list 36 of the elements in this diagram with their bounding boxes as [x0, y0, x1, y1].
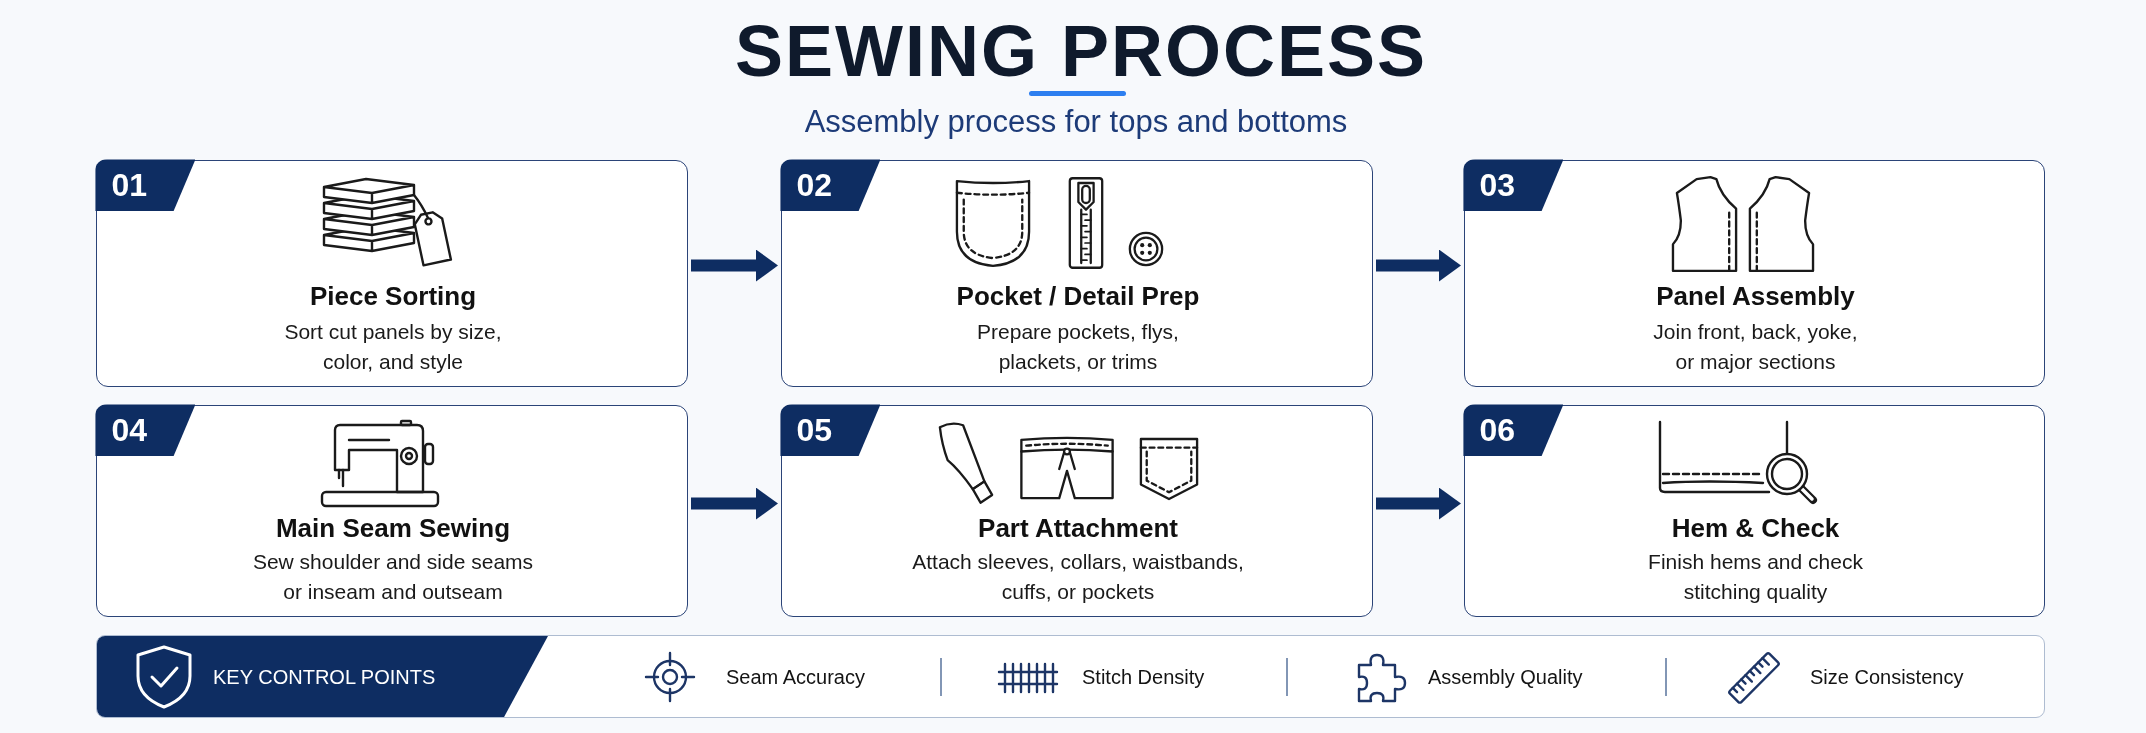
step-title: Part Attachment [978, 513, 1178, 543]
step-card [781, 405, 1373, 617]
step-description: Attach sleeves, collars, waistbands, cuffs, or pockets [911, 549, 1245, 605]
step-description: Sort cut panels by size, color, and style [283, 319, 503, 375]
page-title: SEWING PROCESS [734, 15, 1428, 87]
control-point-label: Size Consistency [1810, 664, 1964, 690]
step-number-badge: 05 [780, 404, 881, 457]
arrow [1376, 487, 1461, 520]
step-number-badge: 04 [95, 404, 196, 457]
control-point-label: Seam Accuracy [726, 664, 865, 690]
step-title: Main Seam Sewing [275, 513, 511, 543]
step-number-badge: 03 [1463, 159, 1564, 212]
control-point-label: Stitch Density [1082, 664, 1205, 690]
step-description: Finish hems and check stitching quality [1647, 549, 1864, 605]
step-description: Sew shoulder and side seams or inseam and outseam [251, 549, 535, 605]
step-number-badge: 06 [1463, 404, 1564, 457]
step-description: Join front, back, yoke, or major sections [1652, 319, 1859, 375]
arrow [691, 487, 778, 520]
step-number-badge: 02 [780, 159, 881, 212]
step-title: Hem & Check [1671, 513, 1840, 543]
subtitle: Assembly process for tops and bottoms [804, 103, 1348, 140]
step-title: Panel Assembly [1656, 281, 1855, 311]
step-number-badge: 01 [95, 159, 196, 212]
step-card [96, 160, 688, 387]
step-card [781, 160, 1373, 387]
step-card [1464, 160, 2045, 387]
step-card [1464, 405, 2045, 617]
step-description: Prepare pockets, flys, plackets, or trims [976, 319, 1180, 375]
control-points-bar [96, 635, 2045, 718]
step-title: Pocket / Detail Prep [956, 281, 1200, 311]
arrow [1376, 249, 1461, 282]
bar-heading: KEY CONTROL POINTS [213, 664, 436, 690]
arrow [691, 249, 778, 282]
control-point-label: Assembly Quality [1428, 664, 1583, 690]
step-card [96, 405, 688, 617]
step-title: Piece Sorting [309, 281, 477, 311]
